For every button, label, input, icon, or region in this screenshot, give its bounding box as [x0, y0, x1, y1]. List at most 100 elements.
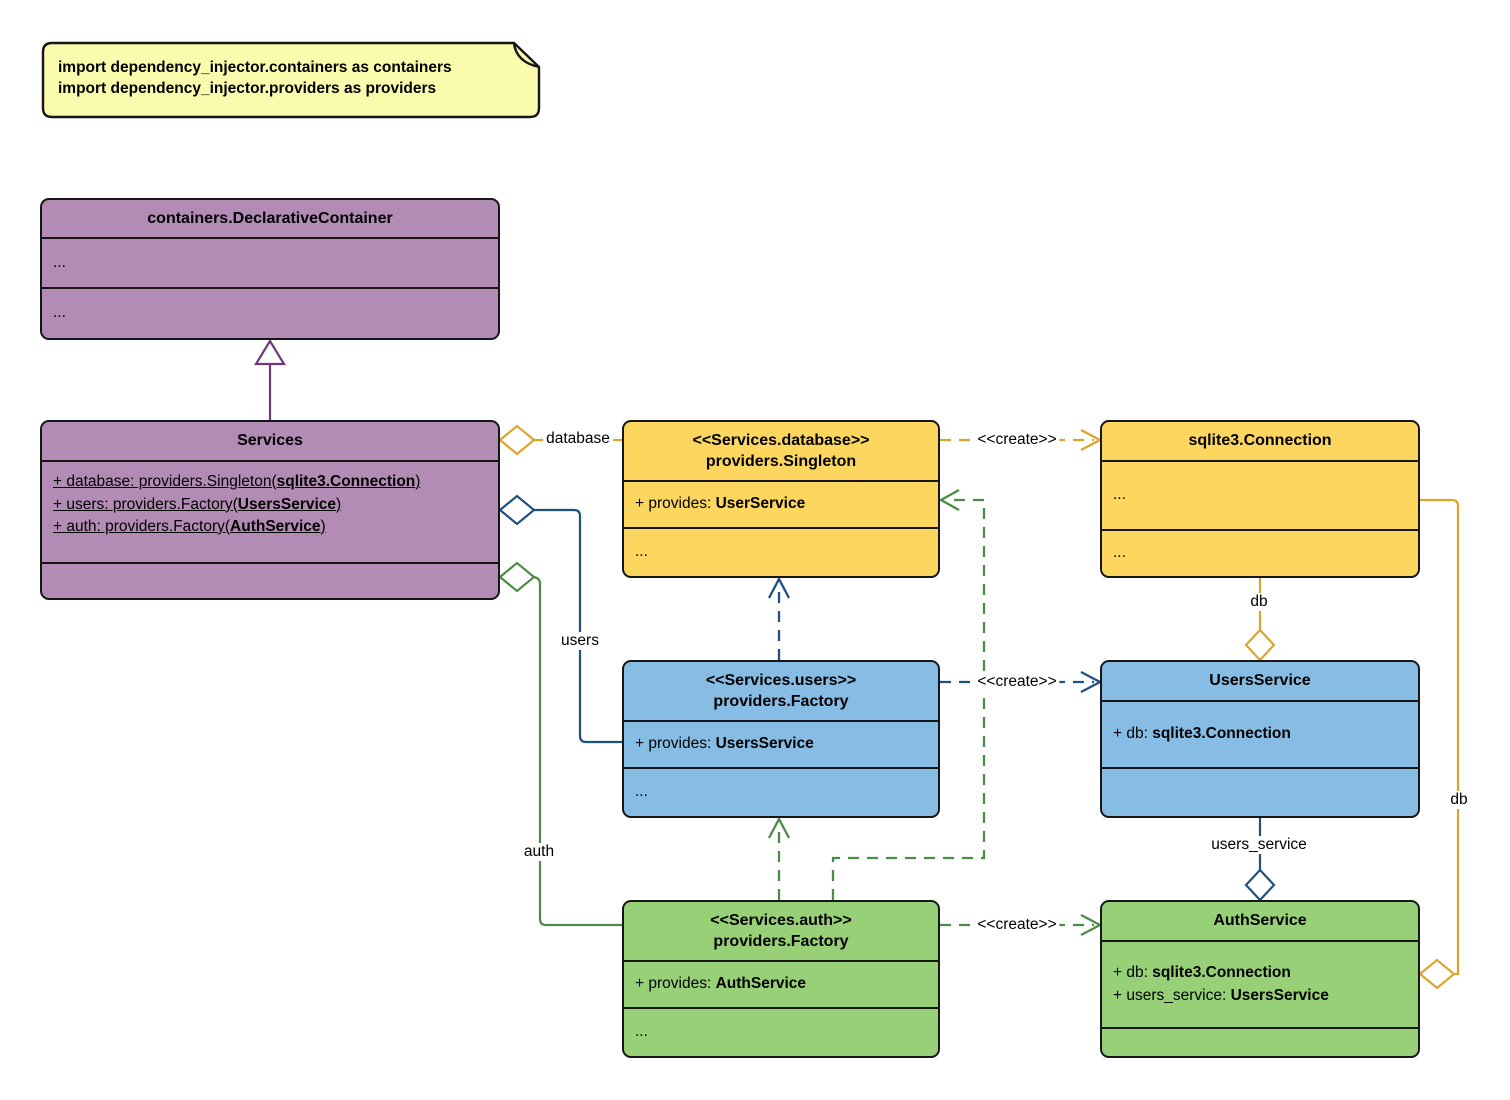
- dependency-arrowhead-usersfactory-singleton-icon: [767, 576, 791, 599]
- attribute-auth: + auth: providers.Factory(AuthService): [53, 516, 487, 539]
- attr-type: sqlite3.Connection: [1152, 964, 1291, 981]
- class-services-empty-section: [42, 562, 498, 598]
- note-body: [41, 41, 541, 119]
- attribute-users: + users: providers.Factory(UsersService): [53, 494, 487, 517]
- attr-type: UsersService: [237, 495, 337, 513]
- aggregation-diamond-auth-icon: [498, 561, 536, 593]
- dependency-edge-authfactory-usersfactory: [767, 816, 791, 900]
- attr-prefix: + db:: [1113, 964, 1153, 981]
- edge-label-db-auth: db: [1447, 791, 1471, 809]
- provider-factory-users[interactable]: <<Services.users>> providers.Factory + p…: [622, 660, 940, 818]
- provider-type-label: providers.Factory: [713, 933, 849, 950]
- aggregation-edge-db-users: [1244, 578, 1276, 662]
- aggregation-diamond-users-icon: [498, 494, 536, 526]
- stereotype-label: <<Services.database>>: [692, 431, 870, 449]
- dependency-edge-usersfactory-singleton: [767, 576, 791, 660]
- provider-singleton-database[interactable]: <<Services.database>> providers.Singleto…: [622, 420, 940, 578]
- aggregation-diamond-database-icon: [498, 424, 536, 456]
- import-note-line1: import dependency_injector.containers as…: [58, 59, 452, 76]
- stereotype-label: <<Services.users>>: [705, 671, 857, 689]
- attribute-database: + database: providers.Singleton(sqlite3.…: [53, 471, 487, 494]
- class-sqlite3-connection-section2: ...: [1102, 529, 1418, 576]
- class-sqlite3-connection-section1: ...: [1102, 460, 1418, 529]
- inheritance-triangle-icon: [254, 338, 286, 366]
- provider-factory-users-provides: + provides: UsersService: [624, 720, 938, 767]
- import-note-line2: import dependency_injector.providers as …: [58, 80, 437, 97]
- aggregation-diamond-users-service-icon: [1244, 868, 1276, 902]
- attr-prefix: + auth: providers.Factory(: [53, 518, 231, 535]
- aggregation-edge-users: [498, 494, 622, 744]
- ellipsis-text: ...: [635, 1023, 648, 1041]
- provider-type-label: providers.Singleton: [705, 453, 857, 470]
- aggregation-diamond-db-auth-icon: [1418, 958, 1456, 990]
- ellipsis-text: ...: [635, 543, 648, 561]
- stereotype-label: <<Services.auth>>: [710, 911, 852, 929]
- class-declarative-container-section1: ...: [42, 237, 498, 287]
- attr-type: sqlite3.Connection: [276, 473, 416, 490]
- attr-type: sqlite3.Connection: [1152, 725, 1291, 743]
- edge-line-db-auth: [1420, 498, 1460, 976]
- class-sqlite3-connection-title: sqlite3.Connection: [1188, 432, 1332, 450]
- class-services-title: Services: [237, 432, 303, 450]
- class-declarative-container-title: containers.DeclarativeContainer: [147, 209, 393, 227]
- class-users-service-empty-section: [1102, 767, 1418, 816]
- attr-suffix: ): [336, 495, 342, 513]
- provider-factory-users-title: <<Services.users>> providers.Factory: [624, 662, 938, 720]
- class-users-service-title: UsersService: [1209, 672, 1311, 690]
- attr-prefix: + provides:: [635, 975, 716, 993]
- note-fold-icon: [512, 42, 540, 69]
- edge-label-create-database: <<create>>: [974, 431, 1060, 449]
- import-note[interactable]: import dependency_injector.containers as…: [58, 57, 452, 99]
- ellipsis-text: ...: [635, 783, 648, 801]
- edge-label-users-service: users_service: [1208, 836, 1310, 854]
- dependency-line-authfactory-singleton: [831, 498, 986, 900]
- edge-label-database: database: [543, 430, 613, 448]
- provider-singleton-provides: + provides: UserService: [624, 480, 938, 527]
- edge-label-create-auth: <<create>>: [974, 916, 1060, 934]
- attr-prefix: + provides:: [635, 735, 716, 753]
- edge-label-users: users: [558, 632, 602, 650]
- ellipsis-text: ...: [53, 253, 66, 271]
- class-auth-service-empty-section: [1102, 1027, 1418, 1056]
- attr-suffix: ): [415, 473, 421, 490]
- class-users-service-attributes: + db: sqlite3.Connection: [1102, 700, 1418, 767]
- provider-singleton-more: ...: [624, 527, 938, 576]
- attribute-provides: + provides: UserService: [635, 493, 927, 516]
- ellipsis-text: ...: [53, 304, 66, 322]
- ellipsis-text: ...: [1113, 544, 1126, 562]
- attr-prefix: + provides:: [635, 495, 716, 513]
- edge-label-create-users: <<create>>: [974, 673, 1060, 691]
- attribute-users-service: + users_service: UsersService: [1113, 985, 1407, 1008]
- attr-prefix: + users_service:: [1113, 986, 1231, 1004]
- class-declarative-container[interactable]: containers.DeclarativeContainer ... ...: [40, 198, 500, 340]
- attr-type: UsersService: [715, 735, 814, 753]
- class-services-attributes: + database: providers.Singleton(sqlite3.…: [42, 460, 498, 562]
- aggregation-edge-users-service: [1244, 818, 1276, 902]
- class-users-service[interactable]: UsersService + db: sqlite3.Connection: [1100, 660, 1420, 818]
- provider-factory-auth-more: ...: [624, 1007, 938, 1056]
- provider-factory-users-more: ...: [624, 767, 938, 816]
- class-auth-service[interactable]: AuthService + db: sqlite3.Connection + u…: [1100, 900, 1420, 1058]
- dependency-edge-authfactory-singleton: [831, 488, 986, 900]
- attr-type: UserService: [715, 495, 806, 513]
- attribute-db: + db: sqlite3.Connection: [1113, 962, 1407, 985]
- class-auth-service-title: AuthService: [1213, 912, 1307, 930]
- dependency-arrowhead-authfactory-singleton-icon: [938, 488, 960, 512]
- provider-factory-auth-title: <<Services.auth>> providers.Factory: [624, 902, 938, 960]
- provider-type-label: providers.Factory: [713, 693, 849, 710]
- provider-singleton-title: <<Services.database>> providers.Singleto…: [624, 422, 938, 480]
- ellipsis-text: ...: [1113, 486, 1126, 504]
- attribute-provides: + provides: AuthService: [635, 973, 927, 996]
- edge-label-db-users: db: [1247, 593, 1271, 611]
- attr-type: UsersService: [1230, 986, 1329, 1004]
- attr-type: AuthService: [715, 975, 807, 993]
- attr-prefix: + users: providers.Factory(: [53, 495, 238, 513]
- class-sqlite3-connection[interactable]: sqlite3.Connection ... ...: [1100, 420, 1420, 578]
- provider-factory-auth[interactable]: <<Services.auth>> providers.Factory + pr…: [622, 900, 940, 1058]
- edge-line-users: [534, 508, 622, 744]
- attribute-db: + db: sqlite3.Connection: [1113, 723, 1407, 746]
- provider-factory-auth-provides: + provides: AuthService: [624, 960, 938, 1007]
- class-services[interactable]: Services + database: providers.Singleton…: [40, 420, 500, 600]
- dependency-arrowhead-authfactory-usersfactory-icon: [767, 816, 791, 839]
- aggregation-diamond-db-users-icon: [1244, 628, 1276, 662]
